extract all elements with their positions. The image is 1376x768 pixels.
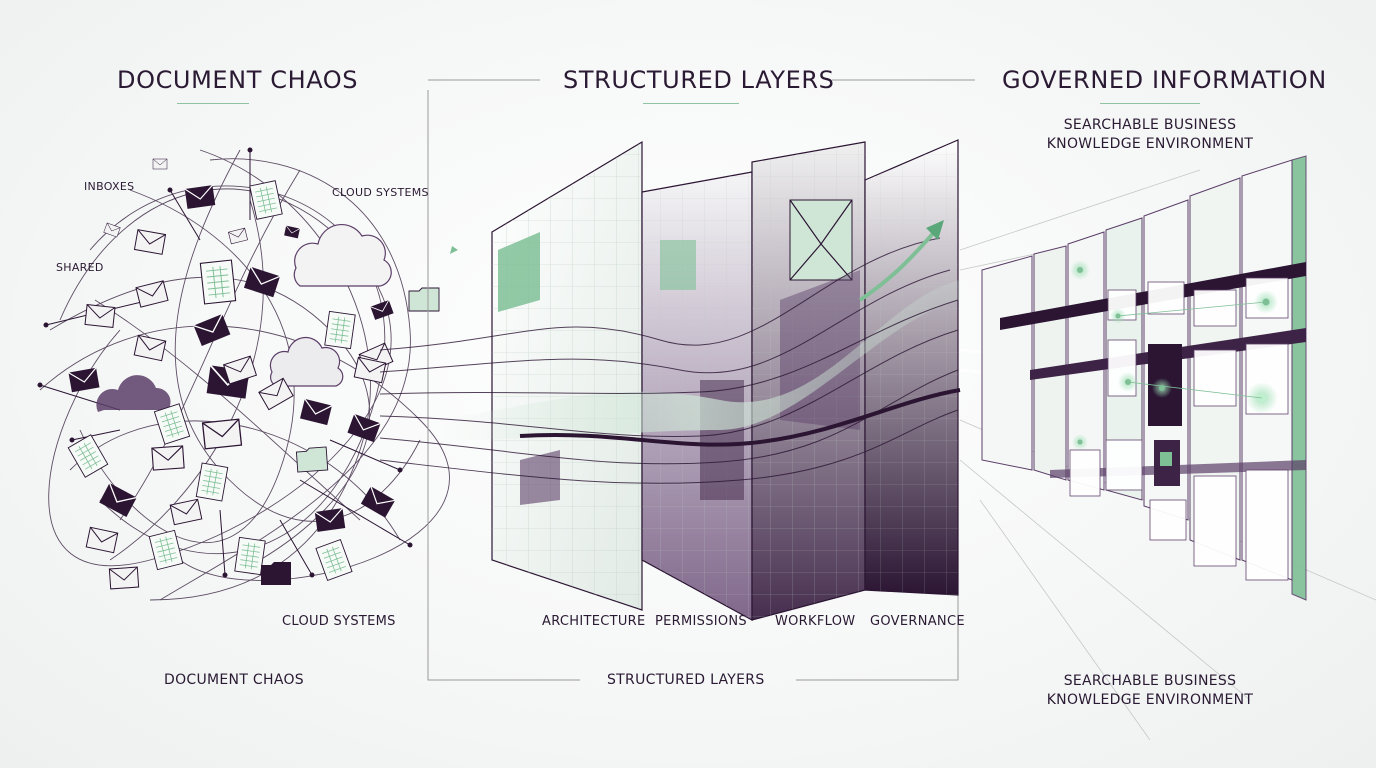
right-footer: SEARCHABLE BUSINESS KNOWLEDGE ENVIRONMEN…	[1040, 672, 1260, 710]
envelope-icon	[192, 313, 232, 347]
envelope-icon	[360, 485, 396, 519]
permissions-label: PERMISSIONS	[655, 614, 747, 629]
workflow-label: WORKFLOW	[775, 614, 856, 629]
right-footer-line-1: SEARCHABLE BUSINESS	[1063, 673, 1237, 689]
scattered-document-icons	[67, 158, 440, 590]
governance-label: GOVERNANCE	[870, 614, 965, 629]
spreadsheet-icon	[234, 536, 266, 576]
spreadsheet-icon	[148, 529, 184, 571]
cloud-systems-top-label: CLOUD SYSTEMS	[332, 186, 429, 199]
envelope-icon	[346, 413, 382, 443]
envelope-icon	[133, 334, 167, 362]
structured-layers-footer: STRUCTURED LAYERS	[607, 672, 765, 688]
cloud-icon	[293, 224, 392, 287]
spreadsheet-icon	[249, 180, 283, 220]
architecture-layer-panel	[491, 140, 643, 611]
governed-information-archive	[959, 155, 1376, 741]
heading-underline	[1100, 103, 1200, 104]
envelope-icon	[201, 418, 243, 450]
governed-information-heading: GOVERNED INFORMATION	[1002, 66, 1327, 94]
document-chaos-heading: DOCUMENT CHAOS	[117, 66, 359, 94]
cloud-icon	[269, 336, 344, 387]
shared-label: SHARED	[56, 261, 104, 274]
folder-icon	[408, 287, 440, 312]
cloud-systems-bottom-label: CLOUD SYSTEMS	[282, 614, 396, 629]
envelope-icon	[184, 184, 216, 210]
envelope-icon	[67, 367, 101, 393]
right-footer-line-2: KNOWLEDGE ENVIRONMENT	[1046, 692, 1254, 708]
cloud-icon	[96, 375, 171, 412]
envelope-icon	[789, 199, 853, 281]
envelope-icon	[243, 266, 281, 298]
document-chaos-cluster	[37, 147, 450, 601]
envelope-icon	[228, 227, 248, 245]
envelope-icon	[108, 566, 140, 590]
envelope-icon	[84, 304, 116, 328]
right-subtitle-line-2: KNOWLEDGE ENVIRONMENT	[1046, 136, 1254, 152]
heading-underline	[177, 103, 249, 104]
envelope-icon	[369, 299, 395, 321]
governance-layer-panel	[864, 139, 959, 596]
arrow-up-right-icon	[450, 246, 458, 254]
right-subtitle-line-1: SEARCHABLE BUSINESS	[1063, 117, 1237, 133]
document-chaos-footer: DOCUMENT CHAOS	[164, 672, 304, 688]
envelope-icon	[314, 507, 346, 533]
envelope-icon	[98, 482, 138, 518]
envelope-icon	[103, 222, 121, 238]
heading-underline	[643, 103, 739, 104]
workflow-layer-panel	[751, 141, 866, 621]
structured-layers-panels	[379, 79, 975, 681]
envelope-icon	[85, 526, 119, 554]
spreadsheet-icon	[199, 259, 237, 305]
structured-layers-heading: STRUCTURED LAYERS	[563, 66, 835, 94]
architecture-label: ARCHITECTURE	[542, 614, 646, 629]
spreadsheet-icon	[195, 462, 229, 502]
envelope-icon	[223, 355, 257, 385]
envelope-icon	[133, 229, 167, 255]
spreadsheet-icon	[324, 310, 356, 350]
envelope-icon	[283, 225, 301, 239]
envelope-icon	[299, 398, 333, 426]
arrow-up-right-icon	[858, 220, 944, 302]
envelope-icon	[151, 445, 185, 471]
right-subtitle: SEARCHABLE BUSINESS KNOWLEDGE ENVIRONMEN…	[1040, 116, 1260, 154]
folder-icon	[295, 446, 329, 473]
envelope-icon	[135, 280, 169, 308]
inboxes-label: INBOXES	[84, 180, 135, 193]
envelope-icon	[152, 158, 168, 170]
folder-icon	[261, 562, 291, 585]
